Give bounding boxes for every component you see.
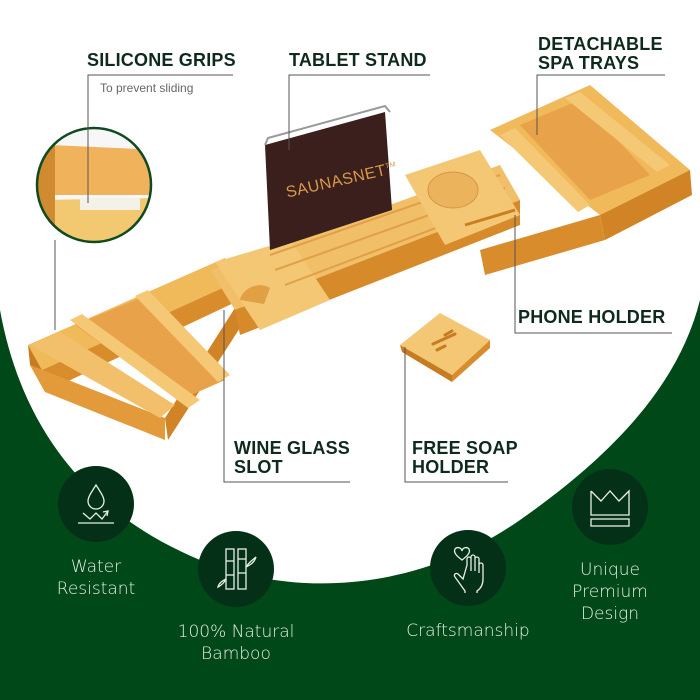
green-background <box>0 300 700 700</box>
callout-silicone-grips-title: SILICONE GRIPS <box>87 50 236 70</box>
feature-natural-bamboo: 100% Natural Bamboo <box>166 531 306 665</box>
tray-phone-section <box>405 150 520 245</box>
soap-holder-line2: HOLDER <box>412 457 490 477</box>
callout-spa-trays-title: DETACHABLE SPA TRAYS <box>538 35 663 73</box>
heart-hand-icon <box>430 530 506 606</box>
feature-label: Unique Premium Design <box>572 560 648 624</box>
callout-wine-glass-title: WINE GLASS SLOT <box>234 439 350 477</box>
crown-icon <box>572 469 648 545</box>
callout-lines <box>54 74 672 483</box>
feature-label: 100% Natural Bamboo <box>177 622 295 664</box>
soap-holder-line1: FREE SOAP <box>412 438 518 458</box>
wine-glass-line1: WINE GLASS <box>234 438 351 458</box>
callout-soap-holder-title: FREE SOAP HOLDER <box>412 439 518 477</box>
trademark: TM <box>384 161 397 171</box>
feature-water-resistant: Water Resistant <box>38 466 154 600</box>
feature-label: Craftsmanship <box>406 621 530 641</box>
callout-tablet-stand-title: TABLET STAND <box>289 50 427 70</box>
callout-phone-holder-title: PHONE HOLDER <box>518 307 666 327</box>
feature-craftsmanship: Craftsmanship <box>398 530 538 642</box>
soap-holder-illustration <box>400 313 490 382</box>
tablet-stand <box>264 104 392 250</box>
callout-silicone-grips-subtitle: To prevent sliding <box>100 81 194 95</box>
feature-label: Water Resistant <box>56 557 136 599</box>
tray-left <box>28 258 245 440</box>
spa-trays-line2: SPA TRAYS <box>538 53 640 73</box>
silicone-grip-inset <box>35 126 153 244</box>
bamboo-icon <box>198 531 274 607</box>
tray-right <box>480 85 692 275</box>
feature-premium-design: Unique Premium Design <box>552 469 668 625</box>
wine-glass-line2: SLOT <box>234 457 283 477</box>
water-drop-icon <box>58 466 134 542</box>
spa-trays-line1: DETACHABLE <box>538 34 663 54</box>
